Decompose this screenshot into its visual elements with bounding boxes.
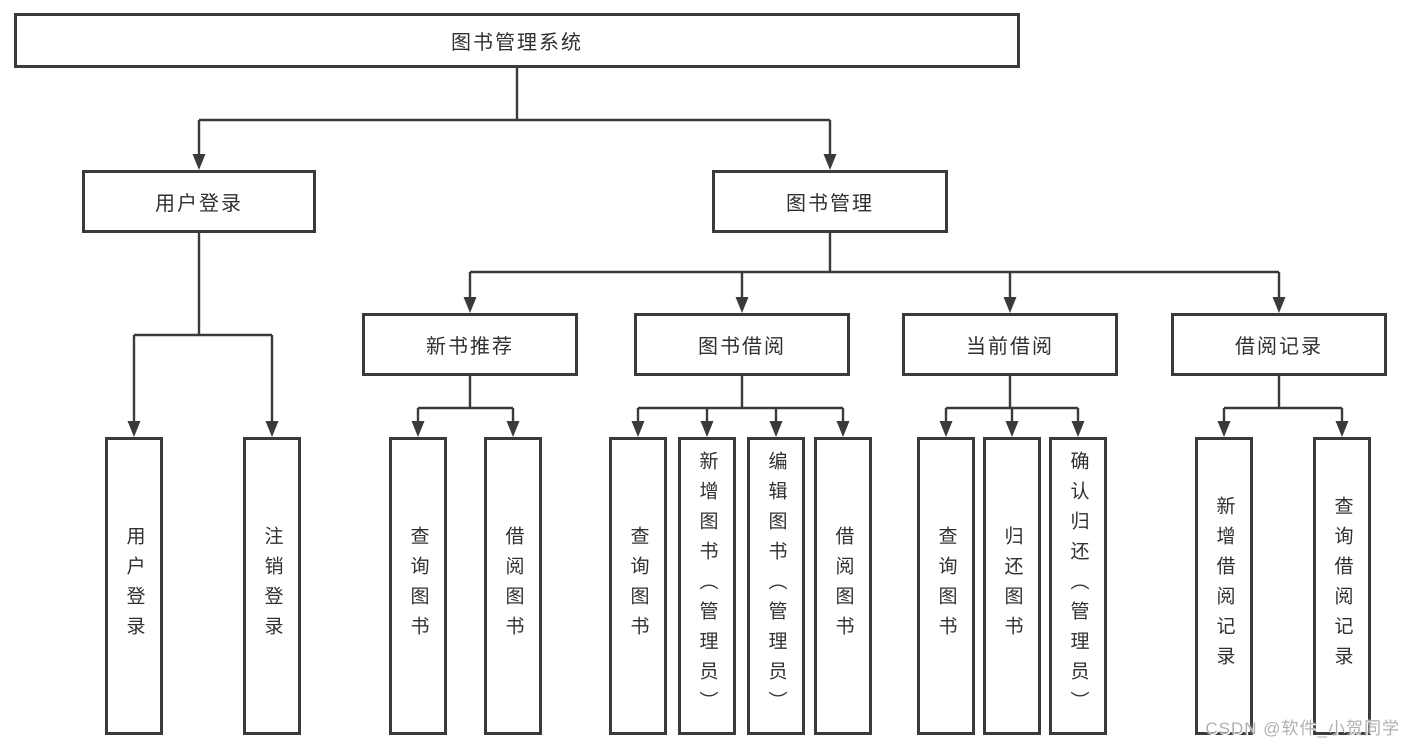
arrow-down-icon — [127, 421, 141, 437]
leaf-query-book-borrow-label: 查询图书 — [627, 526, 649, 646]
arrow-down-icon — [631, 421, 645, 437]
arrow-down-icon — [192, 154, 206, 170]
arrow-down-icon — [411, 421, 425, 437]
leaf-user-login-label: 用户登录 — [123, 526, 145, 646]
leaf-query-book-rec-label: 查询图书 — [407, 526, 429, 646]
leaf-borrow-book-rec-label: 借阅图书 — [502, 526, 524, 646]
arrow-down-icon — [836, 421, 850, 437]
arrow-down-icon — [1335, 421, 1349, 437]
node-book-mgmt-label: 图书管理 — [786, 193, 874, 215]
edge-borrow-record-to-leaves — [1222, 376, 1344, 423]
leaf-query-borrow-record: 查询借阅记录 — [1313, 437, 1371, 735]
edge-user-login-to-leaves — [132, 233, 274, 423]
leaf-user-login: 用户登录 — [105, 437, 163, 735]
node-user-login-label: 用户登录 — [155, 193, 243, 215]
arrow-down-icon — [463, 297, 477, 313]
node-new-book-rec: 新书推荐 — [362, 313, 578, 376]
arrow-down-icon — [1272, 297, 1286, 313]
arrow-down-icon — [823, 154, 837, 170]
node-book-mgmt: 图书管理 — [712, 170, 948, 233]
leaf-edit-book-admin: 编辑图书（管理员） — [747, 437, 805, 735]
edge-current-borrow-to-leaves — [944, 376, 1080, 423]
arrow-down-icon — [1005, 421, 1019, 437]
arrow-down-icon — [939, 421, 953, 437]
leaf-borrow-book: 借阅图书 — [814, 437, 872, 735]
arrow-down-icon — [1071, 421, 1085, 437]
leaf-query-book-current-label: 查询图书 — [935, 526, 957, 646]
edge-new-book-to-leaves — [416, 376, 515, 423]
edge-book-borrow-to-leaves — [636, 376, 845, 423]
leaf-query-book-borrow: 查询图书 — [609, 437, 667, 735]
edge-book-mgmt-to-level3 — [468, 233, 1281, 299]
edge-root-to-level2 — [197, 68, 832, 156]
leaf-return-book: 归还图书 — [983, 437, 1041, 735]
leaf-confirm-return-admin-label: 确认归还（管理员） — [1067, 451, 1089, 721]
arrow-down-icon — [735, 297, 749, 313]
node-book-borrow: 图书借阅 — [634, 313, 850, 376]
leaf-add-book-admin: 新增图书（管理员） — [678, 437, 736, 735]
arrow-down-icon — [265, 421, 279, 437]
leaf-edit-book-admin-label: 编辑图书（管理员） — [765, 451, 787, 721]
node-current-borrow-label: 当前借阅 — [966, 336, 1054, 358]
node-new-book-rec-label: 新书推荐 — [426, 336, 514, 358]
node-borrow-record-label: 借阅记录 — [1235, 336, 1323, 358]
leaf-query-book-rec: 查询图书 — [389, 437, 447, 735]
arrow-down-icon — [1217, 421, 1231, 437]
leaf-add-borrow-record-label: 新增借阅记录 — [1213, 496, 1235, 676]
leaf-confirm-return-admin: 确认归还（管理员） — [1049, 437, 1107, 735]
leaf-return-book-label: 归还图书 — [1001, 526, 1023, 646]
arrow-down-icon — [506, 421, 520, 437]
arrow-down-icon — [1003, 297, 1017, 313]
arrow-down-icon — [700, 421, 714, 437]
leaf-logout-label: 注销登录 — [261, 526, 283, 646]
watermark: CSDN @软件_小贺同学 — [1205, 719, 1400, 738]
node-current-borrow: 当前借阅 — [902, 313, 1118, 376]
leaf-query-borrow-record-label: 查询借阅记录 — [1331, 496, 1353, 676]
node-borrow-record: 借阅记录 — [1171, 313, 1387, 376]
leaf-borrow-book-label: 借阅图书 — [832, 526, 854, 646]
node-book-borrow-label: 图书借阅 — [698, 336, 786, 358]
leaf-add-book-admin-label: 新增图书（管理员） — [696, 451, 718, 721]
node-root-label: 图书管理系统 — [451, 32, 583, 54]
leaf-query-book-current: 查询图书 — [917, 437, 975, 735]
leaf-logout: 注销登录 — [243, 437, 301, 735]
arrow-down-icon — [769, 421, 783, 437]
node-user-login: 用户登录 — [82, 170, 316, 233]
arrowheads — [127, 154, 1349, 437]
leaf-borrow-book-rec: 借阅图书 — [484, 437, 542, 735]
node-root: 图书管理系统 — [14, 13, 1020, 68]
leaf-add-borrow-record: 新增借阅记录 — [1195, 437, 1253, 735]
